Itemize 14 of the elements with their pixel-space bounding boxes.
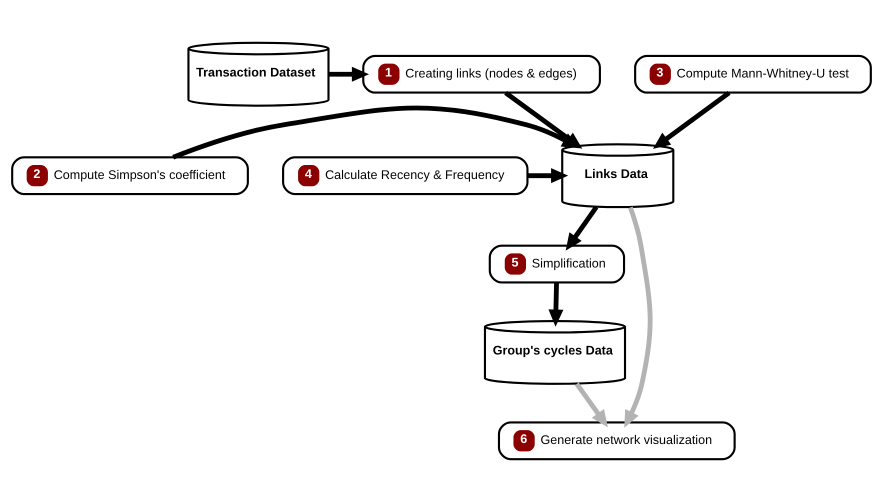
node-box: 3 Compute Mann-Whitney-U test <box>634 54 872 94</box>
node-box: 5 Simplification <box>488 244 626 283</box>
arrow <box>624 206 653 428</box>
arrow <box>652 90 731 148</box>
arrow <box>548 282 564 326</box>
node-box: 2 Compute Simpson's coefficient <box>11 156 249 195</box>
node-box: 4 Calculate Recency & Frequency <box>282 156 529 195</box>
arrow <box>172 105 580 159</box>
arrow <box>566 205 598 250</box>
arrow <box>328 66 370 82</box>
arrow <box>574 382 608 427</box>
node-box: 6 Generate network visualization <box>498 420 736 460</box>
arrow <box>528 168 568 183</box>
node-box: 1 Creating links (nodes & edges) <box>362 54 601 94</box>
